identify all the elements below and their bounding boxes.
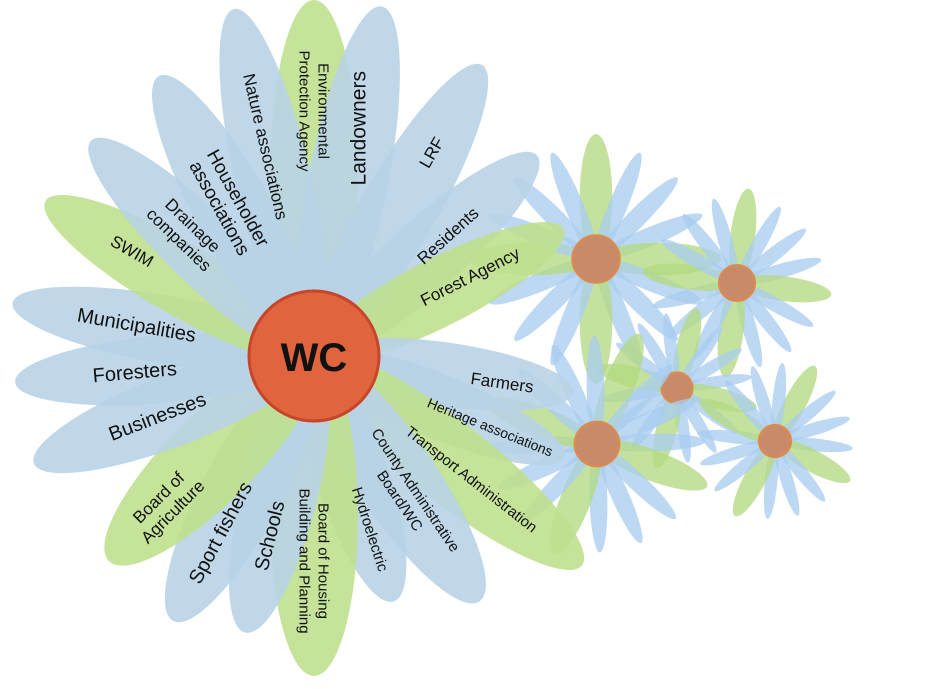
small-flower-petal bbox=[711, 198, 739, 284]
small-flower-petal bbox=[595, 258, 678, 341]
center-label: WC bbox=[281, 336, 348, 380]
small-flower-petal bbox=[660, 239, 738, 284]
petal-label: EnvironmentalProtection Agency bbox=[295, 51, 331, 172]
petal-label: Landowners bbox=[348, 71, 371, 185]
small-flower-center bbox=[573, 420, 621, 468]
small-flower-petal bbox=[595, 257, 703, 305]
small-flower-petal bbox=[586, 335, 605, 445]
small-flower-center bbox=[757, 423, 793, 459]
small-flower-petal bbox=[774, 390, 836, 442]
small-flower-petal bbox=[772, 365, 818, 442]
small-flower-petal bbox=[732, 440, 778, 517]
center-circle bbox=[247, 289, 381, 423]
small-flower-petal bbox=[514, 258, 597, 341]
small-flower-petal bbox=[700, 439, 776, 466]
small-flower-petal bbox=[594, 152, 642, 260]
small-flower-petal bbox=[595, 177, 678, 260]
small-flower-petal bbox=[672, 308, 702, 389]
small-flower-petal bbox=[596, 398, 697, 446]
small-flower-petal bbox=[514, 177, 597, 260]
small-flower-petal bbox=[736, 282, 814, 327]
small-flower-petal bbox=[550, 152, 598, 260]
small-flower-center bbox=[717, 263, 757, 303]
small-flower-petal bbox=[774, 416, 850, 443]
small-flower-petal bbox=[773, 440, 800, 516]
petal bbox=[12, 286, 315, 373]
small-flower-petal bbox=[663, 313, 680, 389]
small-flower bbox=[471, 134, 721, 384]
main-flower-petals: EnvironmentalProtection Agency Landowners… bbox=[12, 0, 585, 676]
flower-center: WC bbox=[247, 289, 381, 423]
small-flower-petal bbox=[592, 333, 644, 445]
small-flower-petal bbox=[596, 364, 673, 445]
small-flower-petal bbox=[551, 344, 599, 445]
small-flower-petal bbox=[724, 380, 776, 442]
small-flower-petal bbox=[693, 282, 738, 360]
small-flower-petal bbox=[714, 440, 776, 492]
small-flower-petal bbox=[736, 228, 807, 284]
small-flower-petal bbox=[736, 206, 781, 284]
small-flower-petal bbox=[699, 398, 776, 444]
small-flower-petal bbox=[596, 439, 708, 491]
small-flower-petal bbox=[682, 213, 738, 284]
small-flower-petal bbox=[676, 327, 723, 389]
small-flower-petal bbox=[774, 438, 851, 484]
small-flower-petal bbox=[750, 366, 777, 442]
petal bbox=[313, 222, 565, 363]
small-flower bbox=[697, 363, 853, 519]
small-flower-petal bbox=[676, 348, 742, 389]
small-flower-petal bbox=[550, 258, 598, 366]
small-flower-petal bbox=[676, 383, 757, 413]
small-flower-petal bbox=[771, 363, 787, 442]
small-flower-petal bbox=[774, 440, 826, 502]
petal bbox=[219, 8, 329, 357]
small-flower-center bbox=[571, 234, 621, 284]
small-flower-petal bbox=[596, 443, 677, 520]
small-flower-petal bbox=[736, 282, 792, 353]
petal-label: Board of HousingBuilding and Planning bbox=[295, 488, 331, 633]
small-flower-petal bbox=[595, 443, 643, 544]
small-flower bbox=[642, 188, 832, 378]
